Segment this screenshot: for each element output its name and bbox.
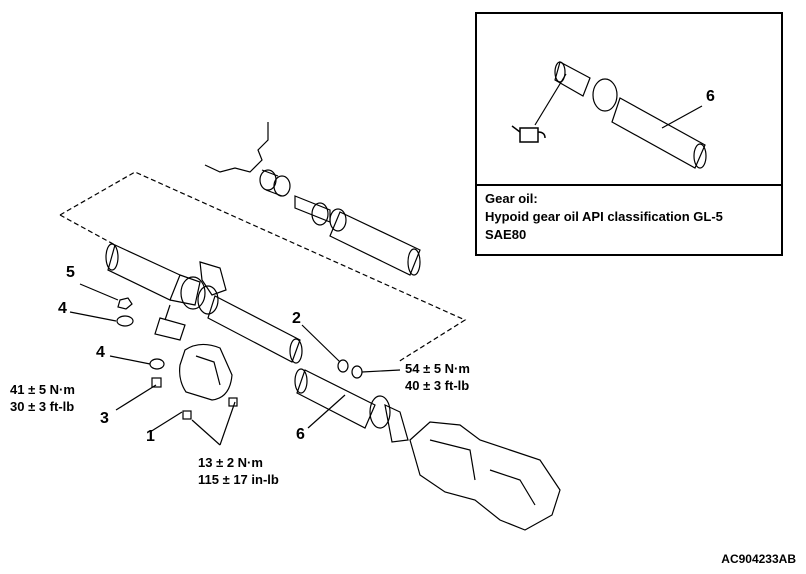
torque-spec-cap-bolt: 13 ± 2 N·m 115 ± 17 in-lb [198,454,279,488]
center-bearing-bracket [154,261,227,341]
inset-divider [475,184,783,186]
gear-oil-spec: Hypoid gear oil API classification GL-5 [485,209,723,224]
exploded-outline [59,171,467,363]
torque-metric: 54 ± 5 N·m [405,361,470,376]
upper-shaft [294,195,421,276]
torque-imperial: 30 ± 3 ft-lb [10,399,75,414]
torque-metric: 13 ± 2 N·m [198,455,263,470]
torque-imperial: 40 ± 3 ft-lb [405,378,470,393]
body-cut-line [204,122,269,173]
inset-shaft [534,61,707,169]
inset-callout-6: 6 [706,88,715,105]
figure-code: AC904233AB [721,552,796,566]
front-propeller-shaft [105,243,303,364]
callout-5: 5 [66,264,75,281]
callout-3: 3 [100,410,109,427]
rear-propeller-shaft [294,368,409,443]
callout-2: 2 [292,310,301,327]
callout-1: 1 [146,428,155,445]
torque-spec-flange-nut: 54 ± 5 N·m 40 ± 3 ft-lb [405,360,470,394]
rear-differential [409,421,561,531]
torque-metric: 41 ± 5 N·m [10,382,75,397]
fasteners [116,297,363,420]
leader-lines [69,283,401,446]
oil-can-icon [511,125,546,143]
upper-sleeve [259,169,291,197]
gear-oil-heading: Gear oil: [485,191,538,206]
torque-spec-bracket-bolt: 41 ± 5 N·m 30 ± 3 ft-lb [10,381,75,415]
bearing-cap [179,343,233,401]
torque-imperial: 115 ± 17 in-lb [198,472,279,487]
callout-6: 6 [296,426,305,443]
gear-oil-inset [475,12,783,256]
callout-4-upper: 4 [58,300,67,317]
gear-oil-viscosity: SAE80 [485,227,527,242]
gear-oil-note: Gear oil: Hypoid gear oil API classifica… [485,190,723,244]
callout-4-lower: 4 [96,344,105,361]
